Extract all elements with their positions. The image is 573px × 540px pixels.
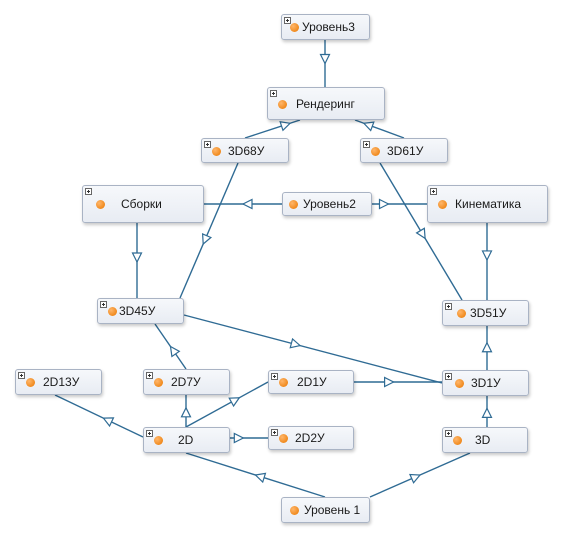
node-label: Уровень2 xyxy=(303,197,356,211)
node-assemblies[interactable]: Сборки xyxy=(82,185,204,223)
status-dot-icon xyxy=(455,379,464,388)
status-dot-icon xyxy=(290,506,299,515)
node-label: 3D68У xyxy=(228,143,265,158)
node-2d[interactable]: 2D xyxy=(143,427,230,453)
node-label: 2D1У xyxy=(297,375,327,389)
node-label: 3D xyxy=(475,433,491,447)
node-level2[interactable]: Уровень2 xyxy=(282,192,372,216)
node-level1[interactable]: Уровень 1 xyxy=(281,497,370,523)
node-2d13[interactable]: 2D13У xyxy=(15,369,102,395)
status-dot-icon xyxy=(154,378,163,387)
status-dot-icon xyxy=(457,309,466,318)
arrowhead-icon xyxy=(409,473,422,484)
node-label: 3D1У xyxy=(471,376,501,390)
edge-line xyxy=(244,119,301,139)
node-label: 2D13У xyxy=(43,375,80,389)
node-3d68[interactable]: 3D68У xyxy=(201,138,289,163)
arrowhead-icon xyxy=(481,341,493,353)
node-3d51[interactable]: 3D51У xyxy=(442,300,529,326)
edge-line xyxy=(54,394,144,438)
expand-icon[interactable] xyxy=(445,303,452,310)
status-dot-icon xyxy=(278,99,287,109)
status-dot-icon xyxy=(96,200,105,209)
arrowhead-icon xyxy=(384,376,395,388)
arrowhead-icon xyxy=(201,233,213,246)
node-label: Сборки xyxy=(121,197,162,211)
status-dot-icon xyxy=(26,378,35,387)
expand-icon[interactable] xyxy=(445,373,452,380)
arrowhead-icon xyxy=(180,406,192,418)
expand-icon[interactable] xyxy=(271,373,278,380)
status-dot-icon xyxy=(154,436,163,445)
edge-line xyxy=(179,162,239,299)
status-dot-icon xyxy=(279,378,288,387)
arrowhead-icon xyxy=(241,198,253,210)
status-dot-icon xyxy=(279,434,288,443)
expand-icon[interactable] xyxy=(270,90,277,97)
expand-icon[interactable] xyxy=(85,188,92,195)
status-dot-icon xyxy=(290,23,299,32)
node-label: Уровень3 xyxy=(302,20,355,34)
arrowhead-icon xyxy=(319,53,331,65)
expand-icon[interactable] xyxy=(284,17,291,24)
expand-icon[interactable] xyxy=(271,429,278,436)
expand-icon[interactable] xyxy=(146,372,153,379)
node-3d61[interactable]: 3D61У xyxy=(360,138,448,163)
expand-icon[interactable] xyxy=(445,430,452,437)
status-dot-icon xyxy=(289,200,298,209)
arrowhead-icon xyxy=(233,432,245,444)
edge-line xyxy=(354,119,405,139)
node-3d1[interactable]: 3D1У xyxy=(442,370,529,396)
arrowhead-icon xyxy=(169,345,181,358)
node-2d2[interactable]: 2D2У xyxy=(268,426,354,450)
node-label: 2D2У xyxy=(295,431,325,445)
expand-icon[interactable] xyxy=(18,372,25,379)
node-level3[interactable]: Уровень3 xyxy=(281,14,370,40)
node-label: 3D45У xyxy=(119,304,156,318)
node-kinematics[interactable]: Кинематика xyxy=(427,185,548,223)
arrowhead-icon xyxy=(131,252,143,264)
node-label: 3D61У xyxy=(387,143,424,158)
expand-icon[interactable] xyxy=(146,430,153,437)
node-label: Уровень 1 xyxy=(304,503,361,517)
node-label: Кинематика xyxy=(455,197,522,211)
arrowhead-icon xyxy=(254,472,267,484)
arrowhead-icon xyxy=(481,407,493,418)
node-label: Рендеринг xyxy=(296,96,355,111)
node-label: 3D51У xyxy=(470,306,507,320)
arrowhead-icon xyxy=(481,250,493,262)
node-render[interactable]: Рендеринг xyxy=(267,87,385,120)
node-label: 2D xyxy=(178,433,194,447)
status-dot-icon xyxy=(108,307,117,316)
edge-line xyxy=(183,314,443,384)
node-3d[interactable]: 3D xyxy=(442,427,528,453)
arrowhead-icon xyxy=(228,397,241,408)
status-dot-icon xyxy=(453,436,462,445)
expand-icon[interactable] xyxy=(204,141,211,148)
arrowhead-icon xyxy=(415,227,426,240)
status-dot-icon xyxy=(371,146,380,156)
node-3d45[interactable]: 3D45У xyxy=(97,298,184,324)
node-label: 2D7У xyxy=(171,375,201,389)
arrowhead-icon xyxy=(362,121,375,132)
expand-icon[interactable] xyxy=(430,188,437,195)
node-2d7[interactable]: 2D7У xyxy=(143,369,230,395)
arrowhead-icon xyxy=(378,198,390,210)
expand-icon[interactable] xyxy=(363,141,370,148)
arrowhead-icon xyxy=(289,337,302,349)
expand-icon[interactable] xyxy=(100,301,107,308)
arrowhead-icon xyxy=(102,417,115,428)
status-dot-icon xyxy=(212,146,221,156)
status-dot-icon xyxy=(438,200,447,209)
arrowhead-icon xyxy=(279,121,292,132)
node-2d1[interactable]: 2D1У xyxy=(268,370,354,394)
edge-line xyxy=(185,381,269,428)
